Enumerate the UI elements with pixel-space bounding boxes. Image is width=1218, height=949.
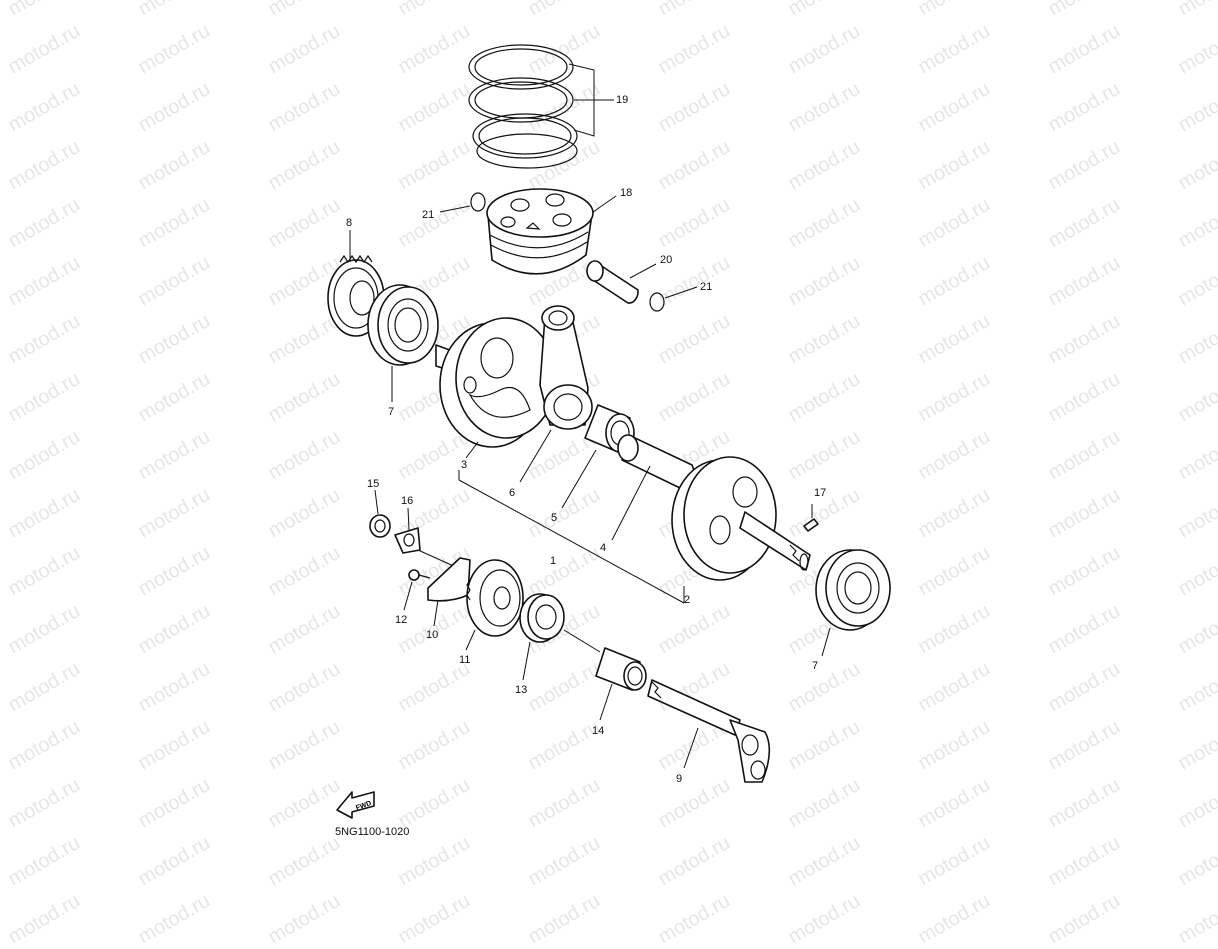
balancer-bearing [519, 593, 601, 681]
label-3: 3 [461, 459, 467, 471]
label-12: 12 [395, 614, 407, 626]
label-9: 9 [676, 773, 682, 785]
label-7-right: 7 [812, 660, 818, 672]
bearing-right [815, 549, 891, 657]
needle-bearing [561, 404, 635, 509]
balancer-drive-gear [465, 559, 524, 651]
balancer-needle-bearing [595, 647, 647, 721]
label-13: 13 [515, 684, 527, 696]
label-4: 4 [600, 542, 606, 554]
piston-pin [586, 260, 657, 304]
crankshaft-exploded-diagram: FWD 19 18 21 8 20 21 7 3 15 6 17 16 5 4 … [327, 44, 891, 819]
callout-labels: 19 18 21 8 20 21 7 3 15 6 17 16 5 4 1 2 … [346, 94, 826, 785]
crank-wheel-left [435, 317, 557, 459]
label-17: 17 [814, 487, 826, 499]
label-18: 18 [620, 187, 632, 199]
label-2: 2 [684, 594, 690, 606]
label-21-left: 21 [422, 209, 434, 221]
nut [369, 489, 391, 538]
label-8: 8 [346, 217, 352, 229]
label-14: 14 [592, 725, 604, 737]
piston [486, 188, 617, 275]
label-7-left: 7 [388, 406, 394, 418]
balancer-plate [427, 557, 471, 627]
crank-wheel-right [671, 456, 811, 581]
lock-washer [394, 507, 459, 569]
circlip-left [439, 192, 486, 213]
label-11: 11 [459, 654, 470, 666]
forward-arrow-icon: FWD [336, 791, 375, 819]
crank-assembly-bracket [458, 470, 685, 604]
label-1: 1 [550, 555, 556, 567]
label-21-right: 21 [700, 281, 712, 293]
label-16: 16 [401, 495, 413, 507]
label-5: 5 [551, 512, 557, 524]
circlip-right [649, 286, 698, 312]
label-6: 6 [509, 487, 515, 499]
piston-rings [468, 44, 614, 169]
diagram-code: 5NG1100-1020 [335, 826, 410, 838]
label-15: 15 [367, 478, 379, 490]
connecting-rod [519, 305, 593, 483]
label-10: 10 [426, 629, 438, 641]
bearing-left [367, 284, 439, 402]
label-20: 20 [660, 254, 672, 266]
bolt [403, 569, 431, 611]
woodruff-key [803, 504, 819, 532]
label-19: 19 [616, 94, 628, 106]
balancer-shaft [647, 679, 771, 783]
